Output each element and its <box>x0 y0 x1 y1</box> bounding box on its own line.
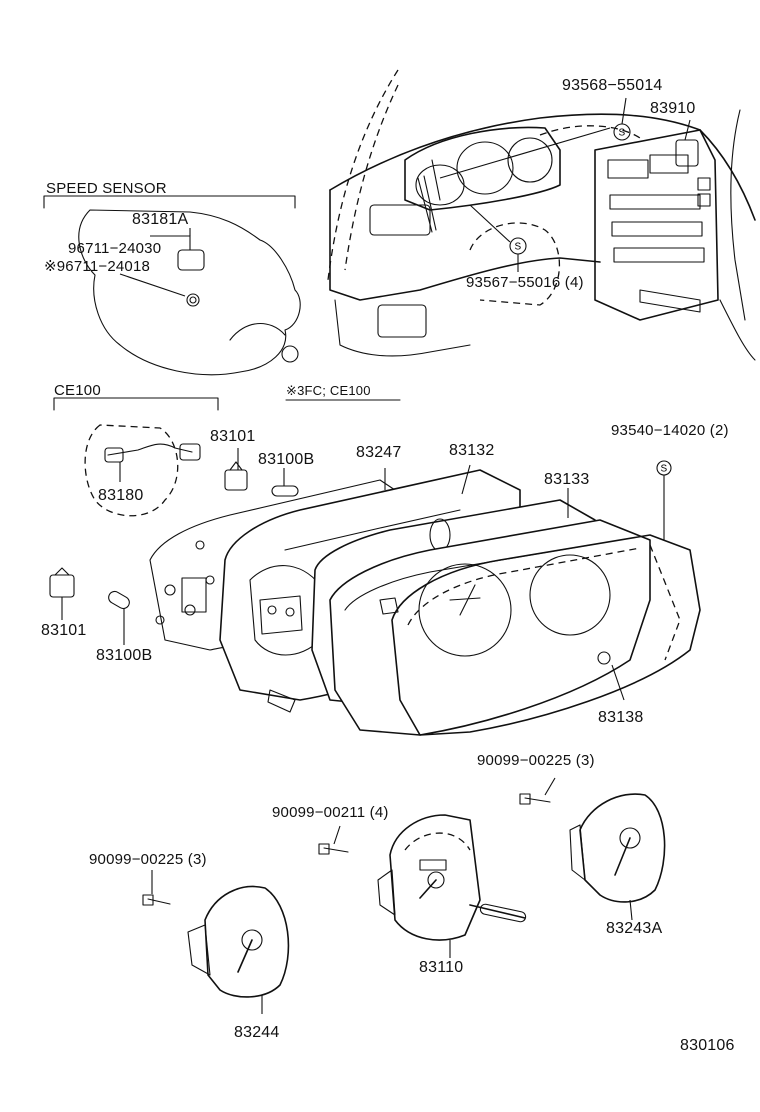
label-83138: 83138 <box>598 709 644 726</box>
temperature-gauge <box>187 885 290 1014</box>
label-83181a: 83181A <box>132 211 189 228</box>
ce100-group <box>53 397 219 517</box>
label-96711-24030: 96711−24030 <box>68 240 162 257</box>
label-90099-00225-right: 90099−00225 (3) <box>477 752 595 769</box>
label-83244: 83244 <box>234 1024 280 1041</box>
label-83110: 83110 <box>419 959 464 976</box>
label-96711-24018: ※96711−24018 <box>44 258 151 275</box>
dashboard-overview: S S <box>327 69 756 361</box>
label-93568-55014: 93568−55014 <box>562 77 663 94</box>
label-83101-lower: 83101 <box>41 622 87 639</box>
screw-marker-lower: S <box>515 242 522 253</box>
speed-sensor-title: SPEED SENSOR <box>46 180 167 197</box>
label-90099-00211: 90099−00211 (4) <box>272 804 389 821</box>
ce100-title: CE100 <box>54 382 101 399</box>
bulb-sockets <box>49 448 299 645</box>
cluster-glass: S <box>391 460 701 736</box>
label-83243a: 83243A <box>606 920 663 937</box>
screw-marker-glass: S <box>661 464 668 475</box>
label-83180: 83180 <box>98 487 144 504</box>
label-83133: 83133 <box>544 471 590 488</box>
label-83910: 83910 <box>650 100 696 117</box>
speed-sensor-group <box>43 195 301 376</box>
label-83132: 83132 <box>449 442 495 459</box>
cluster-face <box>329 488 651 736</box>
speedometer <box>377 814 527 958</box>
label-83100b-lower: 83100B <box>96 647 153 664</box>
label-83100b-upper: 83100B <box>258 451 315 468</box>
diagram-code: 830106 <box>680 1037 735 1054</box>
label-83247: 83247 <box>356 444 402 461</box>
screws <box>142 777 556 906</box>
label-93540-14020: 93540−14020 (2) <box>611 422 729 439</box>
note-3fc-ce100: ※3FC; CE100 <box>286 383 371 398</box>
label-93567-55016: 93567−55016 (4) <box>466 274 584 291</box>
label-90099-00225-left: 90099−00225 (3) <box>89 851 207 868</box>
fuel-gauge <box>569 793 666 921</box>
screw-marker-upper: S <box>619 128 626 139</box>
label-83101-upper: 83101 <box>210 428 256 445</box>
